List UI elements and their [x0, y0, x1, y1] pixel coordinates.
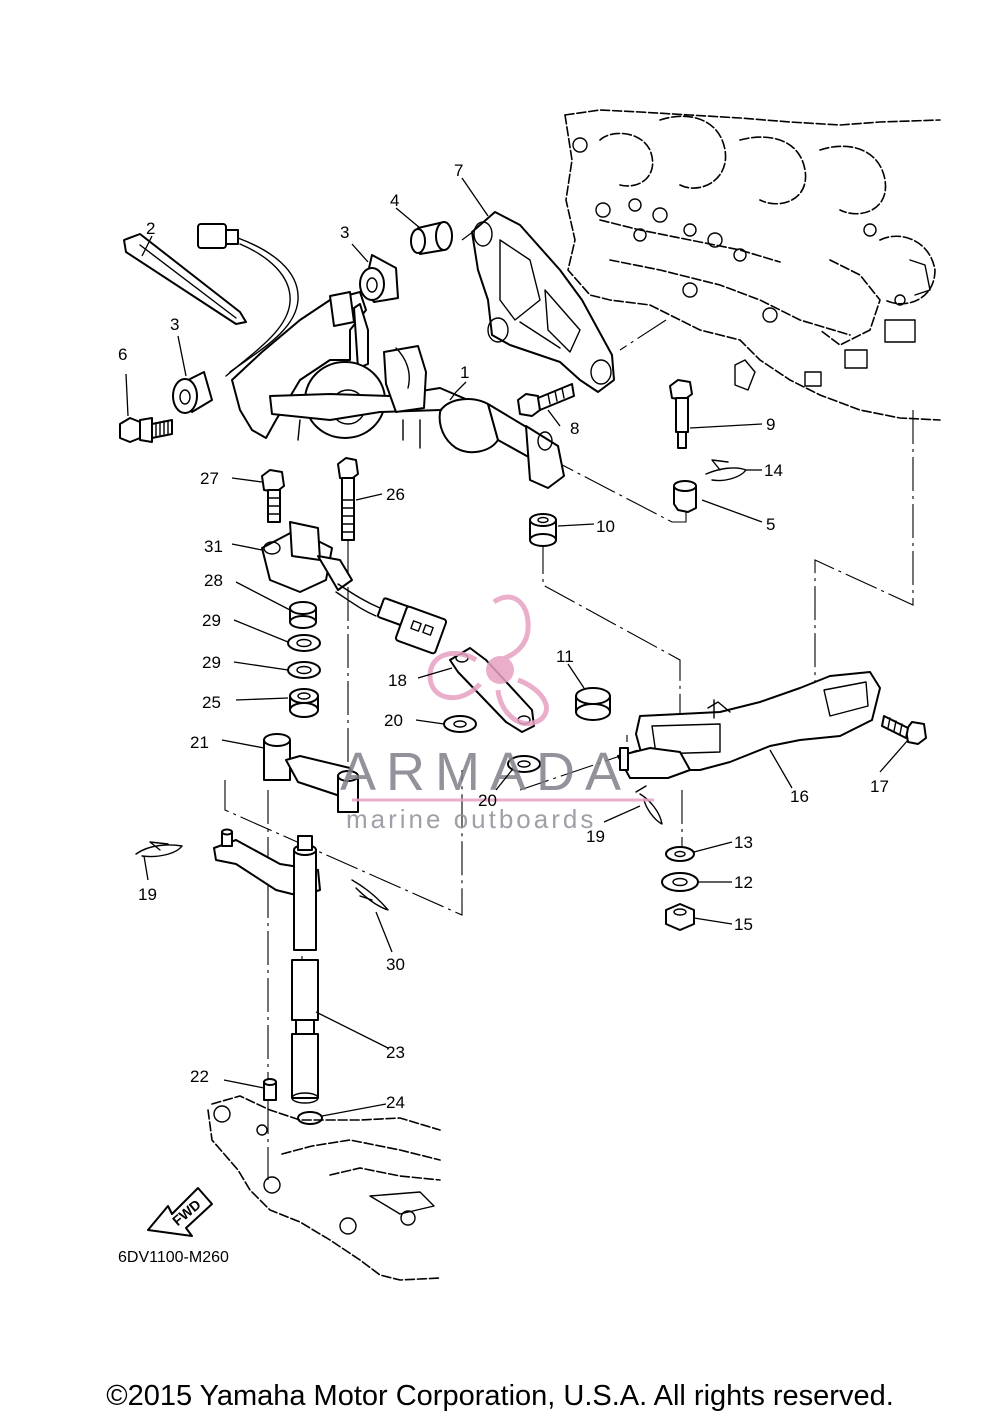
washer-20a-part [443, 715, 477, 733]
washer-12-part [661, 872, 699, 892]
callout-3-upper: 3 [340, 223, 349, 242]
watermark: ARMADA marine outboards [340, 594, 654, 834]
pin-22-part [263, 1078, 277, 1101]
clip-19b-part [635, 785, 663, 825]
diagram-code: 6DV1100-M260 [118, 1249, 229, 1266]
washer-29b-part [287, 661, 321, 679]
cable-tie-part [123, 233, 247, 325]
propeller-logo-icon [427, 594, 549, 727]
callout-4: 4 [390, 191, 399, 210]
callout-10: 10 [596, 517, 615, 536]
grommet-25-part [289, 688, 319, 718]
callout-27: 27 [200, 469, 219, 488]
callout-2: 2 [146, 219, 155, 238]
callout-14: 14 [764, 461, 783, 480]
callouts: 1 2 3 3 4 5 6 7 8 9 10 11 12 13 14 15 16… [118, 161, 909, 1117]
callout-26: 26 [386, 485, 405, 504]
callout-6: 6 [118, 345, 127, 364]
logo-hub [486, 656, 514, 684]
engine-block-outline [564, 109, 941, 421]
bolt-17-part [881, 715, 927, 745]
callout-18: 18 [388, 671, 407, 690]
callout-16: 16 [790, 787, 809, 806]
callout-11: 11 [556, 647, 574, 666]
callout-20-lower: 20 [478, 791, 497, 810]
callout-29-upper: 29 [202, 611, 221, 630]
grommet-11-part [575, 687, 611, 721]
watermark-tagline: marine outboards [346, 804, 596, 834]
watermark-brand: ARMADA [340, 742, 631, 802]
washer-13-part [665, 846, 695, 862]
harness-connector-part [197, 223, 299, 377]
clip-14-part [705, 459, 747, 482]
bolt-9-part [669, 379, 693, 449]
collar-10-part [529, 513, 557, 547]
logo-stroke-3 [427, 650, 482, 701]
oring-24-part [297, 1111, 323, 1125]
callout-12: 12 [734, 873, 753, 892]
shaft-23-part [291, 835, 319, 1104]
bracket-part [471, 211, 615, 393]
lower-housing-outline [207, 1095, 441, 1281]
callout-30: 30 [386, 955, 405, 974]
callout-1: 1 [460, 363, 469, 382]
arm-16-part [617, 671, 881, 779]
callout-24: 24 [386, 1093, 405, 1112]
callout-13: 13 [734, 833, 753, 852]
callout-21: 21 [190, 733, 209, 752]
bolt-6-part [119, 417, 173, 443]
lever-21-part [263, 733, 359, 813]
callout-17: 17 [870, 777, 889, 796]
sensor-31-part [261, 521, 448, 655]
clip-19a-part [135, 841, 183, 858]
callout-19-right: 19 [586, 827, 605, 846]
fwd-arrow-icon: FWD [147, 1187, 213, 1237]
nut-15-part [665, 903, 695, 931]
callout-28: 28 [204, 571, 223, 590]
callout-15: 15 [734, 915, 753, 934]
bush-5-part [673, 480, 697, 513]
callout-31: 31 [204, 537, 223, 556]
callout-22: 22 [190, 1067, 209, 1086]
washer-20b-part [507, 755, 541, 773]
grommet-lower-part [172, 371, 213, 414]
bolt-26-part [337, 457, 359, 541]
bolt-27-part [261, 469, 285, 523]
logo-stroke-1 [492, 594, 531, 663]
callout-25: 25 [202, 693, 221, 712]
callout-3-lower: 3 [170, 315, 179, 334]
callout-20-upper: 20 [384, 711, 403, 730]
callout-5: 5 [766, 515, 775, 534]
callout-23: 23 [386, 1043, 405, 1062]
grommet-28-part [289, 601, 317, 629]
callout-7: 7 [454, 161, 463, 180]
copyright-notice: ©2015 Yamaha Motor Corporation, U.S.A. A… [106, 1380, 894, 1412]
clip-30-part [351, 879, 389, 911]
shift-assembly-part [231, 291, 565, 489]
callout-8: 8 [570, 419, 579, 438]
callout-29-lower: 29 [202, 653, 221, 672]
logo-stroke-2 [495, 677, 549, 727]
washer-29a-part [287, 634, 321, 652]
callout-9: 9 [766, 415, 775, 434]
callout-19-left: 19 [138, 885, 157, 904]
grommet-upper-part [359, 254, 399, 303]
bolt-8-part [517, 383, 575, 417]
collar-part [410, 221, 453, 255]
